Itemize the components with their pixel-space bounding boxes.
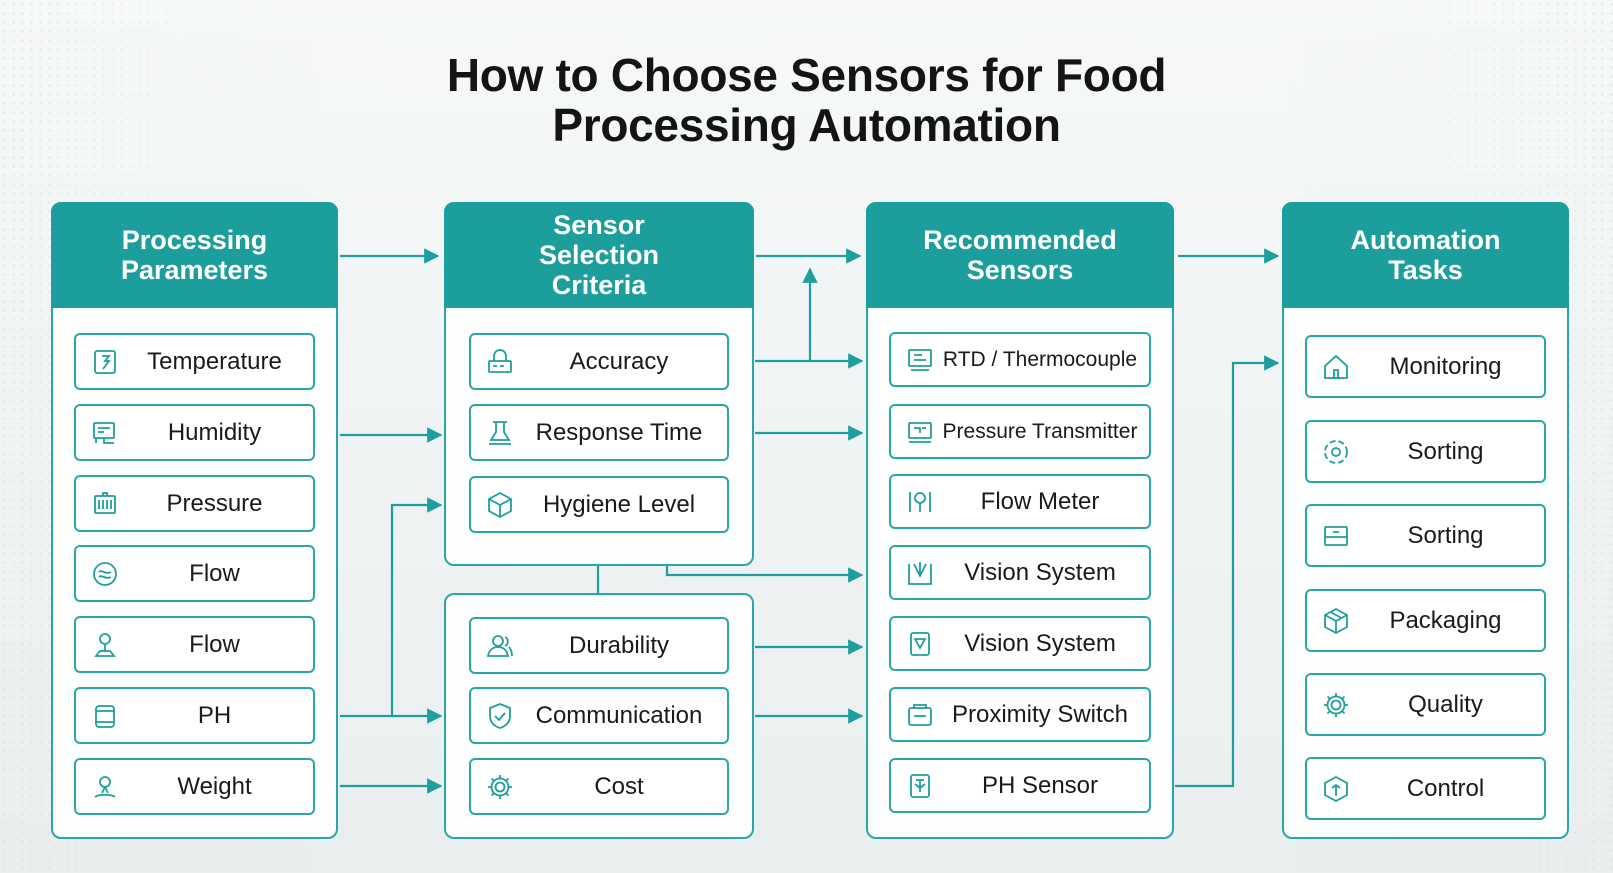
- hexagon-icon: [1321, 774, 1351, 804]
- humidity-gauge-icon: [90, 418, 120, 448]
- timer-icon: [485, 418, 515, 448]
- sensor-label: RTD / Thermocouple: [942, 347, 1138, 371]
- sensor-item-rtd-thermocouple[interactable]: RTD / Thermocouple: [889, 332, 1151, 387]
- target-icon: [1321, 437, 1351, 467]
- cube-icon: [485, 490, 515, 520]
- criteria-item-response-time[interactable]: Response Time: [469, 404, 729, 461]
- parameters-header: Processing Parameters: [51, 202, 338, 308]
- criteria-item-accuracy[interactable]: Accuracy: [469, 333, 729, 390]
- sensor-item-pressure-transmitter[interactable]: Pressure Transmitter: [889, 404, 1151, 459]
- flow-icon: [90, 559, 120, 589]
- task-label: Control: [1406, 774, 1485, 802]
- task-label: Quality: [1408, 690, 1483, 718]
- parameter-label: Flow: [189, 559, 240, 587]
- parameter-label: Pressure: [166, 489, 263, 517]
- package-icon: [1321, 606, 1351, 636]
- criteria-label: Cost: [594, 772, 644, 800]
- task-item-sorting-2[interactable]: Sorting: [1305, 504, 1546, 567]
- parameter-item-flow[interactable]: Flow: [74, 545, 315, 602]
- sensor-item-ph-sensor[interactable]: PH Sensor: [889, 758, 1151, 813]
- parameter-label: PH: [197, 701, 232, 729]
- task-item-control[interactable]: Control: [1305, 757, 1546, 820]
- criteria-item-hygiene-level[interactable]: Hygiene Level: [469, 476, 729, 533]
- parameter-item-temperature[interactable]: Temperature: [74, 333, 315, 390]
- page-title: How to Choose Sensors for Food Processin…: [0, 50, 1613, 150]
- page-title-line-1: How to Choose Sensors for Food: [446, 49, 1167, 101]
- sensor-label: Proximity Switch: [951, 700, 1129, 728]
- criteria-label: Durability: [568, 631, 670, 659]
- lock-icon: [485, 347, 515, 377]
- criteria-label: Accuracy: [569, 347, 669, 375]
- parameter-label: Humidity: [167, 418, 262, 446]
- sensor-label: Pressure Transmitter: [942, 419, 1138, 443]
- criteria-header: Sensor Selection Criteria: [444, 202, 754, 308]
- page-title-line-2: Processing Automation: [552, 99, 1061, 151]
- probe-icon: [905, 345, 935, 375]
- task-label: Packaging: [1389, 606, 1502, 634]
- sensor-item-proximity-switch[interactable]: Proximity Switch: [889, 687, 1151, 742]
- task-item-quality[interactable]: Quality: [1305, 673, 1546, 736]
- gear-icon: [485, 772, 515, 802]
- parameter-item-humidity[interactable]: Humidity: [74, 404, 315, 461]
- sensor-item-vision-system[interactable]: Vision System: [889, 545, 1151, 600]
- task-item-sorting[interactable]: Sorting: [1305, 420, 1546, 483]
- home-icon: [1321, 352, 1351, 382]
- camera-check-icon: [905, 558, 935, 588]
- parameter-item-ph[interactable]: PH: [74, 687, 315, 744]
- parameter-label: Temperature: [147, 347, 282, 375]
- parameter-item-pressure[interactable]: Pressure: [74, 475, 315, 532]
- flow-meter-icon: [905, 487, 935, 517]
- task-item-packaging[interactable]: Packaging: [1305, 589, 1546, 652]
- sensor-label: Vision System: [964, 558, 1116, 586]
- users-icon: [485, 631, 515, 661]
- task-label: Monitoring: [1389, 352, 1502, 380]
- location-pin-icon: [90, 630, 120, 660]
- sensor-item-flow-meter[interactable]: Flow Meter: [889, 474, 1151, 529]
- sensor-label: PH Sensor: [981, 771, 1099, 799]
- pressure-gauge-icon: [90, 489, 120, 519]
- sensor-item-vision-system-2[interactable]: Vision System: [889, 616, 1151, 671]
- tasks-header: Automation Tasks: [1282, 202, 1569, 308]
- chip-icon: [905, 771, 935, 801]
- sensors-header: Recommended Sensors: [866, 202, 1174, 308]
- shield-check-icon: [485, 701, 515, 731]
- criteria-item-communication[interactable]: Communication: [469, 687, 729, 744]
- parameter-item-weight[interactable]: Weight: [74, 758, 315, 815]
- ph-meter-icon: [90, 701, 120, 731]
- vision-icon: [905, 629, 935, 659]
- arrow-ph-sensor-to-tasks: [1175, 355, 1280, 788]
- scale-pin-icon: [90, 772, 120, 802]
- task-label: Sorting: [1407, 521, 1484, 549]
- parameter-label: Flow: [189, 630, 240, 658]
- switch-icon: [905, 700, 935, 730]
- parameter-item-flow-2[interactable]: Flow: [74, 616, 315, 673]
- transmitter-icon: [905, 417, 935, 447]
- criteria-label: Communication: [535, 701, 703, 729]
- sensor-label: Flow Meter: [980, 487, 1100, 515]
- arrow-ph-to-hygiene: [340, 497, 443, 718]
- task-label: Sorting: [1407, 437, 1484, 465]
- parameter-label: Weight: [177, 772, 252, 800]
- gear-icon: [1321, 690, 1351, 720]
- criteria-item-durability[interactable]: Durability: [469, 617, 729, 674]
- thermometer-icon: [90, 347, 120, 377]
- criteria-label: Hygiene Level: [542, 490, 696, 518]
- criteria-item-cost[interactable]: Cost: [469, 758, 729, 815]
- task-item-monitoring[interactable]: Monitoring: [1305, 335, 1546, 398]
- criteria-label: Response Time: [535, 418, 703, 446]
- list-card-icon: [1321, 521, 1351, 551]
- sensor-label: Vision System: [964, 629, 1116, 657]
